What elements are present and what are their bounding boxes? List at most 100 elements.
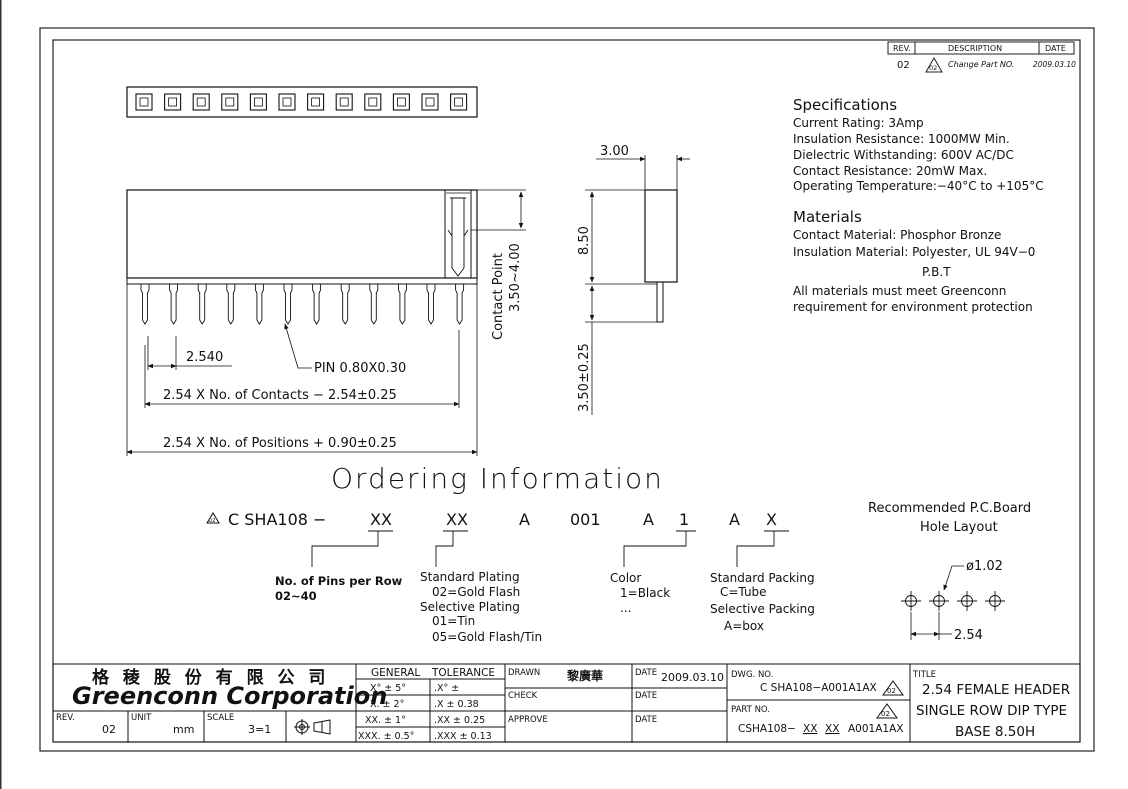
pin-tail [169, 284, 179, 325]
part-label: PART NO. [731, 705, 770, 715]
rev-date: 2009.03.10 [1033, 60, 1076, 69]
pin-tail [140, 284, 150, 325]
material-line: P.B.T [922, 265, 951, 279]
tolerance-left: XXX. ± 0.5° [358, 731, 414, 742]
title-line: SINGLE ROW DIP TYPE [916, 703, 1067, 719]
rev-label: REV. [56, 713, 75, 723]
pin-tail [455, 284, 465, 325]
ordering-title: Ordering Information [331, 462, 664, 495]
spec-line: Insulation Resistance: 1000MW Min. [793, 132, 1010, 146]
pins-range: 02~40 [275, 589, 317, 603]
description-header: DESCRIPTION [948, 44, 1002, 53]
materials-title: Materials [793, 208, 862, 226]
part-no-xx: XX [803, 723, 817, 735]
unit-label: UNIT [131, 713, 152, 723]
top-contact-opening [221, 93, 239, 111]
ordering-marker: 02 [209, 518, 216, 524]
part-marker: 02 [881, 710, 890, 718]
drawn-date: 2009.03.10 [661, 671, 724, 684]
rev-description: Change Part NO. [948, 60, 1014, 69]
top-contact-inner [311, 97, 321, 107]
spec-line: Operating Temperature:−40°C to +105°C [793, 179, 1044, 193]
top-contact-opening [364, 93, 382, 111]
top-contact-inner [253, 97, 263, 107]
pin-tail [397, 284, 407, 325]
packing-line: C=Tube [720, 585, 767, 599]
outer-frame [39, 27, 1095, 752]
pcb-title-1: Recommended P.C.Board [868, 501, 1031, 516]
drawn-label: DRAWN [508, 668, 540, 678]
pin-tail [426, 284, 436, 325]
top-contact-inner [196, 97, 206, 107]
pin-tail [340, 284, 350, 325]
date-label: DATE [635, 715, 657, 725]
color-line: Color [610, 571, 641, 585]
positions-dim: 2.54 X No. of Positions + 0.90±0.25 [163, 436, 397, 451]
ordering-information: Ordering Information 02 C SHA108 − XX XX… [206, 462, 815, 644]
pins-title: No. of Pins per Row [275, 574, 403, 588]
code-packing: X [766, 510, 777, 529]
packing-line: Standard Packing [710, 571, 815, 585]
top-contact-opening [307, 93, 325, 111]
plating-line: Selective Plating [420, 600, 520, 614]
tolerance-right: .XX ± 0.25 [434, 715, 485, 726]
hole-dim: ø1.02 [966, 559, 1003, 574]
plating-line: Standard Plating [420, 570, 520, 584]
code-a1: A [519, 510, 530, 529]
pin-tail [197, 284, 207, 325]
title-line: 2.54 FEMALE HEADER [922, 682, 1070, 698]
spec-line: Contact Resistance: 20mW Max. [793, 164, 987, 178]
pcb-title-2: Hole Layout [920, 520, 998, 535]
plating-line: 02=Gold Flash [432, 585, 520, 599]
title-label: TITLE [912, 670, 936, 680]
dwg-marker: 02 [887, 687, 896, 695]
contact-point-label: Contact Point [491, 253, 506, 340]
check-label: CHECK [508, 691, 538, 701]
material-line: Contact Material: Phosphor Bronze [793, 228, 1001, 242]
top-contact-inner [339, 97, 349, 107]
scale-label: SCALE [207, 713, 234, 723]
spec-line: Dielectric Withstanding: 600V AC/DC [793, 148, 1014, 162]
material-line: All materials must meet Greenconn [793, 284, 1006, 298]
dwg-label: DWG. NO. [731, 670, 773, 680]
spec-line: Current Rating: 3Amp [793, 116, 924, 130]
pin-label: PIN 0.80X0.30 [314, 361, 406, 376]
top-contact-opening [421, 93, 439, 111]
top-contact-inner [282, 97, 292, 107]
drawn-by: 黎廣華 [567, 668, 603, 683]
side-view [585, 155, 690, 415]
color-line: 1=Black [620, 586, 670, 600]
top-contact-opening [192, 93, 210, 111]
top-contact-inner [368, 97, 378, 107]
front-view [126, 189, 526, 456]
plating-line: 01=Tin [432, 614, 475, 628]
pin-tail [283, 284, 293, 325]
spec-title: Specifications [793, 96, 897, 114]
top-contact-inner [425, 97, 435, 107]
title-line: BASE 8.50H [955, 724, 1035, 740]
plating-line: 05=Gold Flash/Tin [432, 630, 542, 644]
material-line: Insulation Material: Polyester, UL 94V−0 [793, 245, 1035, 259]
rev-header: REV. [893, 44, 911, 53]
part-no-xx: XX [825, 723, 839, 735]
rev-marker: 02 [929, 64, 937, 72]
tolerance-left: X. ± 2° [370, 699, 404, 710]
rev-value: 02 [102, 723, 116, 736]
code-plating: XX [446, 510, 468, 529]
rev-value: 02 [897, 60, 910, 71]
top-view [126, 86, 478, 118]
tolerance-right: .X° ± [434, 683, 459, 694]
contact-point-dim: 3.50~4.00 [508, 243, 523, 312]
pin-tail [312, 284, 322, 325]
pin-tail [254, 284, 264, 325]
dwg-no: C SHA108−A001A1AX [760, 682, 877, 694]
company-cn: 格 稜 股 份 有 限 公 司 [92, 667, 329, 688]
code-001: 001 [570, 510, 601, 529]
top-contact-opening [278, 93, 296, 111]
hole-pitch-dim: 2.54 [954, 628, 983, 643]
scale-value: 3=1 [248, 723, 271, 736]
packing-line: Selective Packing [710, 602, 815, 616]
part-no-suffix: A001A1AX [848, 723, 903, 735]
top-contact-opening [249, 93, 267, 111]
unit-value: mm [173, 723, 194, 736]
